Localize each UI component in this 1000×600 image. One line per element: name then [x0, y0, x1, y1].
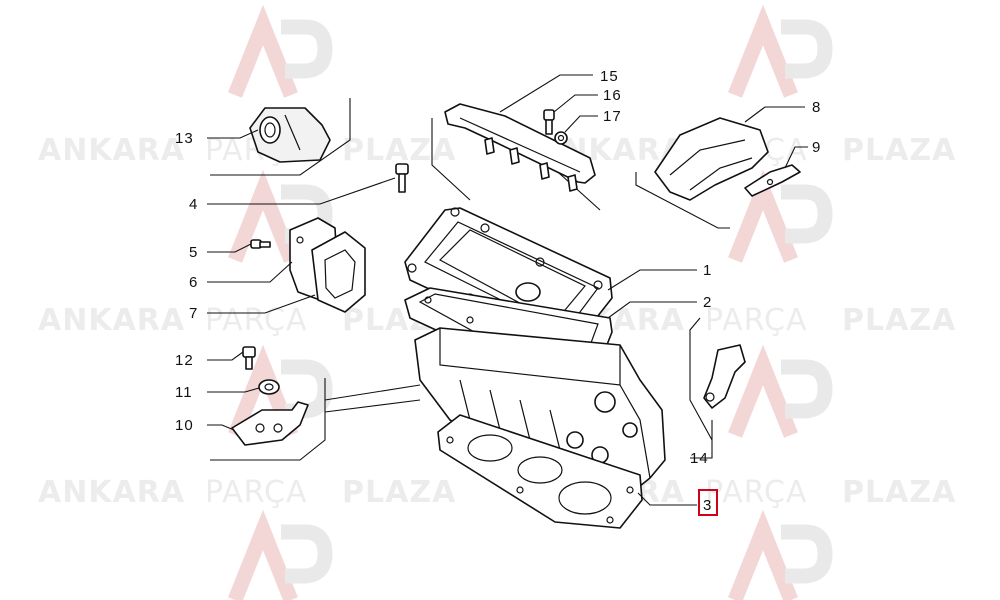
cylinder-head-block [414, 327, 666, 491]
watermark-word: ANKARA [38, 133, 185, 168]
leader-line-6 [207, 261, 293, 283]
part-5-bolt [250, 239, 271, 249]
bracket-line [324, 384, 421, 401]
callout-1[interactable]: 1 [703, 262, 712, 279]
leader-line-7 [207, 294, 316, 314]
watermark-logo [728, 4, 833, 98]
callout-15[interactable]: 15 [600, 68, 619, 85]
part-8-heat-shield [654, 117, 769, 201]
leader-line-8 [744, 106, 805, 123]
callout-3[interactable]: 3 [703, 497, 712, 514]
leader-lines [207, 74, 808, 506]
leader-line-9 [784, 146, 808, 169]
watermark-logo [228, 4, 333, 98]
leader-line-12 [207, 351, 244, 361]
watermark-word: PLAZA [342, 475, 456, 510]
part-10-clamp [231, 401, 309, 446]
callout-2[interactable]: 2 [703, 294, 712, 311]
watermark-word: PARÇA [205, 475, 308, 510]
leader-line-13 [207, 129, 259, 139]
callout-10[interactable]: 10 [175, 417, 194, 434]
part-9-bracket [744, 164, 801, 197]
callout-3-highlight-box [698, 489, 718, 516]
callout-8[interactable]: 8 [812, 99, 821, 116]
callout-7[interactable]: 7 [189, 305, 198, 322]
bracket-line [324, 399, 421, 413]
part-14-lifting-bracket [703, 344, 746, 409]
leader-line-5 [207, 243, 252, 253]
leader-line-11 [207, 387, 260, 393]
watermark-word: PLAZA [842, 303, 956, 338]
callout-17[interactable]: 17 [603, 108, 622, 125]
watermark-word: PARÇA [705, 475, 808, 510]
callout-11[interactable]: 11 [175, 384, 193, 401]
part-7-gasket [311, 231, 366, 313]
bracket-line [210, 98, 351, 176]
watermark-logo [728, 344, 833, 438]
part-15-rail-bracket [444, 103, 596, 192]
callout-13[interactable]: 13 [175, 130, 194, 147]
callout-labels: 15 16 17 8 9 13 4 5 6 7 1 2 12 11 10 14 … [175, 68, 821, 516]
leader-line-1 [607, 269, 697, 291]
watermark-logo [728, 509, 833, 600]
bracket-line [689, 317, 713, 441]
callout-6[interactable]: 6 [189, 274, 198, 291]
leader-line-16 [553, 94, 598, 113]
watermark-word: PLAZA [842, 133, 956, 168]
watermark-word: PARÇA [705, 303, 808, 338]
part-12-bolt [242, 346, 256, 370]
leader-line-3 [637, 492, 697, 506]
bracket-line [210, 378, 326, 461]
bracket-line [431, 118, 471, 201]
leader-line-2 [607, 301, 697, 319]
leader-line-17 [564, 115, 598, 133]
callout-12[interactable]: 12 [175, 352, 194, 369]
watermark-word: PARÇA [205, 303, 308, 338]
watermark-word: PLAZA [842, 475, 956, 510]
watermark-word: ANKARA [38, 475, 185, 510]
watermark-word: PLAZA [342, 133, 456, 168]
part-3-head-gasket [437, 414, 643, 529]
part-11-washer [258, 379, 280, 395]
leader-line-10 [207, 424, 235, 431]
bracket-line [635, 172, 730, 229]
part-16-bolt [543, 109, 555, 135]
part-17-washer [554, 131, 568, 145]
callout-16[interactable]: 16 [603, 87, 622, 104]
leader-line-15 [499, 74, 593, 113]
callout-9[interactable]: 9 [812, 139, 821, 156]
leader-line-14 [690, 420, 713, 459]
watermark: ANKARA PARÇA PLAZA ANKARA PARÇA PLAZA AN… [38, 4, 956, 600]
leader-line-4 [207, 177, 396, 205]
part-4-bolt [395, 163, 409, 193]
callout-4[interactable]: 4 [189, 196, 198, 213]
watermark-logo [228, 509, 333, 600]
callout-5[interactable]: 5 [189, 244, 198, 261]
part-13-housing [249, 107, 331, 163]
watermark-word: ANKARA [38, 303, 185, 338]
watermark-logo [728, 169, 833, 263]
callout-14[interactable]: 14 [690, 450, 709, 467]
